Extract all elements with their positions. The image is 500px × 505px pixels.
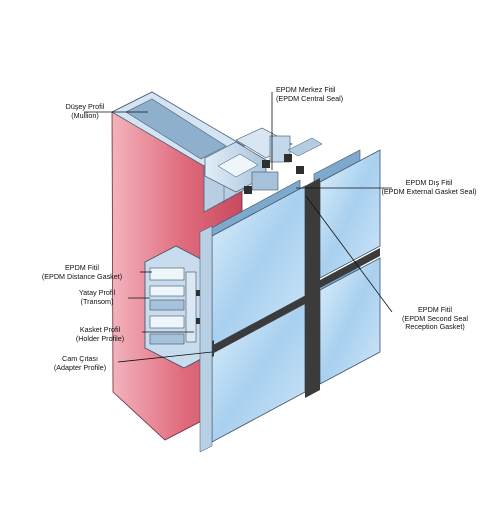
label-mullion-line2: (Mullion) (71, 110, 99, 120)
label-transom-line1: Yatay Profil (78, 288, 116, 297)
label-adapter-profile-line1: Cam Çıtası (62, 354, 98, 363)
label-mullion-line1: Düşey Profil (65, 102, 105, 111)
upper-profile-details (204, 127, 323, 194)
label-holder-profile: Kasket Profil (Holder Profile) (60, 325, 140, 343)
label-central-seal: EPDM Merkez Fitil (EPDM Central Seal) (276, 85, 344, 103)
label-external-gasket: EPDM Dış Fitil (EPDM External Gasket Sea… (370, 178, 488, 196)
label-adapter-profile: Cam Çıtası (Adapter Profile) (40, 354, 120, 372)
label-mullion: Düşey Profil (Mullion) (45, 102, 125, 120)
glass-panes (203, 149, 381, 443)
label-distance-gasket-line2: (EPDM Distance Gasket) (41, 271, 123, 281)
label-holder-profile-line2: (Holder Profile) (75, 333, 125, 343)
leader-lines (84, 92, 393, 363)
label-external-gasket-line2: (EPDM External Gasket Seal) (381, 186, 477, 196)
leader-adapter-profile (117, 351, 213, 363)
label-central-seal-line1: EPDM Merkez Fitil (276, 85, 336, 94)
label-central-seal-line2: (EPDM Central Seal) (276, 93, 344, 103)
label-second-seal-line2: (EPDM Second Seal (402, 313, 468, 323)
label-transom-line2: (Transom) (80, 296, 114, 306)
leader-second-seal (305, 195, 393, 313)
mullion-front-edge (199, 225, 213, 453)
label-transom: Yatay Profil (Transom) (66, 288, 128, 306)
label-distance-gasket: EPDM Fitil (EPDM Distance Gasket) (26, 263, 138, 281)
label-second-seal-line1: EPDM Fitil (418, 305, 452, 314)
label-external-gasket-line1: EPDM Dış Fitil (405, 178, 453, 187)
label-adapter-profile-line2: (Adapter Profile) (53, 362, 107, 372)
label-holder-profile-line1: Kasket Profil (79, 325, 121, 334)
label-second-seal-line3: Reception Gasket) (405, 322, 465, 332)
label-distance-gasket-line1: EPDM Fitil (65, 263, 99, 272)
label-second-seal: EPDM Fitil (EPDM Second Seal Reception G… (380, 305, 490, 332)
transom-section (144, 245, 216, 369)
gasket-strips (208, 178, 380, 398)
